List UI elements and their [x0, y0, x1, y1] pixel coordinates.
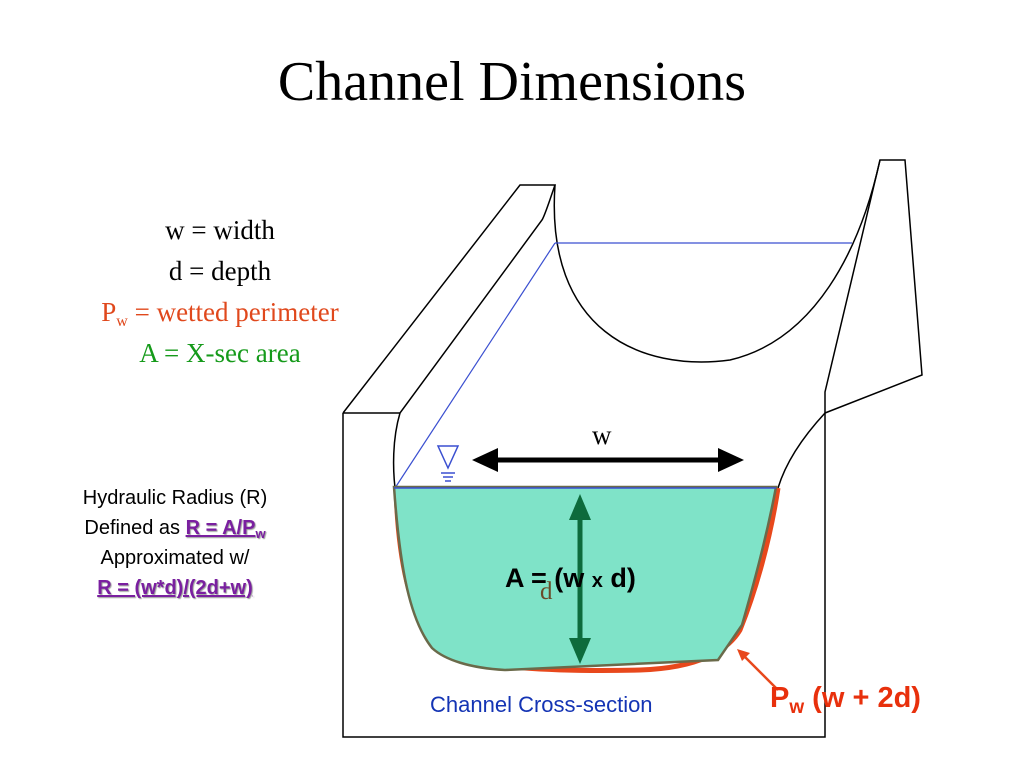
area-definition: A = X-sec area — [139, 338, 301, 368]
perimeter-definition: Pw = wetted perimeter — [60, 292, 380, 333]
definitions-block: w = width d = depth Pw = wetted perimete… — [60, 210, 380, 374]
hydraulic-radius-line1: Hydraulic Radius (R) — [82, 487, 268, 509]
definition-formula-main: R = A/P — [185, 517, 256, 539]
depth-arrow — [569, 494, 591, 664]
hydraulic-radius-block: Hydraulic Radius (R) Defined as R = A/Pw… — [30, 483, 320, 603]
area-formula-prefix: A = (w — [505, 563, 592, 593]
perimeter-symbol: P — [101, 297, 117, 327]
definition-formula-sub: w — [255, 526, 266, 541]
channel-inner-left — [392, 412, 401, 489]
pw-subscript: w — [789, 697, 805, 718]
perimeter-text: = wetted perimeter — [127, 297, 339, 327]
water-level-icon — [436, 445, 460, 482]
channel-front-face — [342, 413, 826, 738]
width-label: w — [592, 420, 612, 450]
defined-as-text: Defined as — [84, 517, 186, 539]
area-formula-times: x — [591, 570, 603, 592]
channel-back-curve — [553, 159, 881, 363]
channel-inner-right — [777, 412, 826, 489]
perimeter-pointer-arrow — [737, 649, 779, 691]
pw-symbol: P — [770, 682, 790, 714]
water-surface-side-line — [394, 242, 556, 489]
diagram-caption: Channel Cross-section — [430, 692, 653, 717]
channel-left-bank — [342, 184, 557, 414]
wetted-perimeter-label: Pw (w + 2d) — [770, 682, 921, 718]
perimeter-subscript: w — [116, 313, 128, 330]
water-area — [392, 485, 778, 672]
approximation-formula: R = (w*d)/(2d+w) — [97, 577, 253, 599]
hydraulic-radius-line3: Approximated w/ — [100, 547, 250, 569]
page-title: Channel Dimensions — [277, 51, 747, 113]
area-formula-suffix: d) — [602, 563, 636, 593]
depth-label: d — [540, 578, 553, 605]
width-definition: w = width — [165, 215, 275, 245]
pw-formula: (w + 2d) — [804, 682, 921, 714]
channel-right-bank — [824, 159, 923, 414]
depth-definition: d = depth — [168, 256, 272, 286]
width-arrow — [472, 448, 744, 472]
area-formula-label: A = (w x d) — [505, 563, 636, 594]
hydraulic-radius-line2: Defined as R = A/Pw — [30, 513, 320, 543]
definition-formula: R = A/Pw — [185, 517, 266, 541]
